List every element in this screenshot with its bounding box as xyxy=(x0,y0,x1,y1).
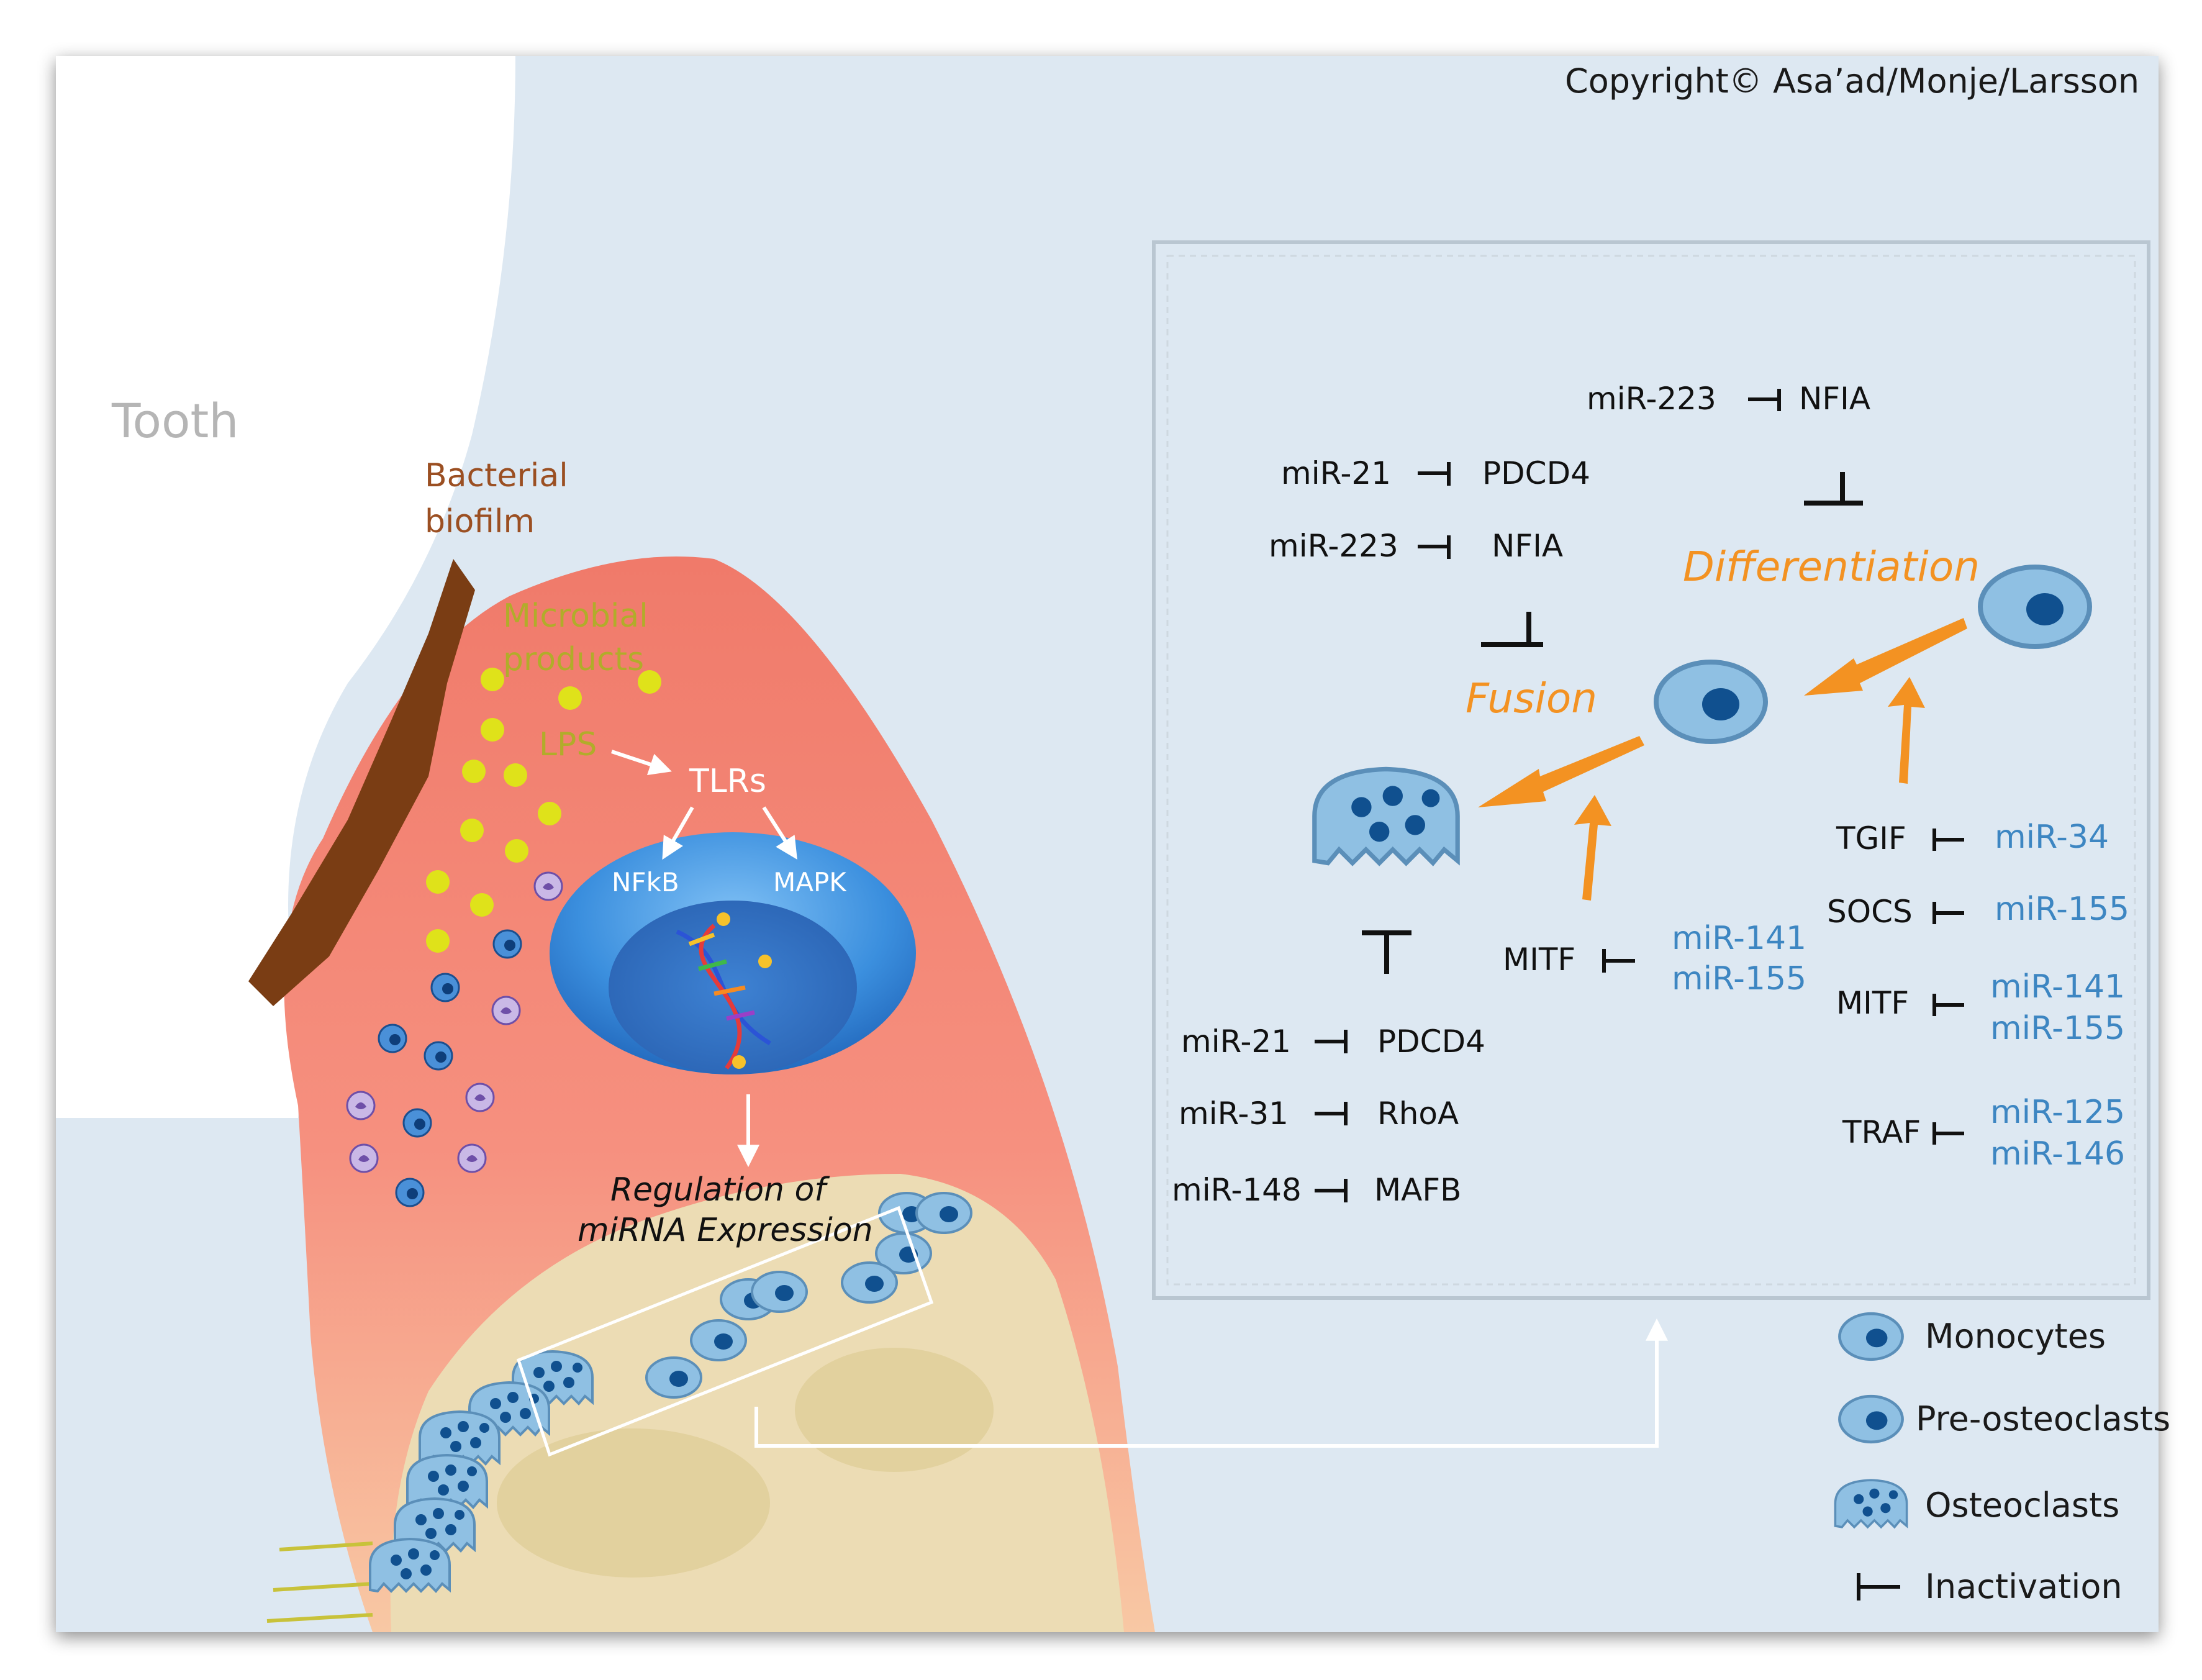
regulation-label-line2: miRNA Expression xyxy=(578,1212,873,1249)
monocyte-icon xyxy=(1839,1314,1902,1360)
differentiation-label: Differentiation xyxy=(1683,543,1980,591)
mir-label: miR-223 xyxy=(1269,528,1398,564)
inset-preosteoclast xyxy=(1656,662,1765,742)
legend-inactivation: Inactivation xyxy=(1925,1567,2123,1606)
target-label: NFIA xyxy=(1492,528,1564,564)
cell-nucleus xyxy=(609,901,857,1074)
mir-label: miR-21 xyxy=(1281,455,1391,491)
nfkb-label: NFkB xyxy=(612,867,679,897)
inset-panel xyxy=(1152,240,2150,1300)
zoom-region-box xyxy=(516,1206,934,1457)
target-label: NFIA xyxy=(1799,381,1871,417)
legend-monocytes: Monocytes xyxy=(1925,1317,2106,1356)
mir-label: miR-31 xyxy=(1179,1096,1289,1132)
zoom-connector-line xyxy=(754,1318,1668,1448)
regulation-label-line1: Regulation of xyxy=(610,1171,826,1209)
bacterial-biofilm xyxy=(248,559,475,1006)
mir-label: miR-21 xyxy=(1181,1024,1291,1060)
bacterial-biofilm-label-line2: biofilm xyxy=(425,503,535,540)
copyright-text: Copyright© Asa’ad/Monje/Larsson xyxy=(1565,61,2140,101)
inactivation-legend-icon xyxy=(1857,1573,1900,1601)
target-label: MAFB xyxy=(1374,1172,1462,1208)
inset-osteoclast xyxy=(1315,769,1457,863)
target-label: MITF xyxy=(1836,985,1910,1021)
signal-arrows xyxy=(611,750,797,1168)
target-label: RhoA xyxy=(1377,1096,1459,1132)
legend-preosteoclasts: Pre-osteoclasts xyxy=(1916,1399,2171,1438)
inactivation-icon xyxy=(1315,389,1964,1202)
target-label: PDCD4 xyxy=(1482,455,1590,491)
dna-helix-icon xyxy=(676,912,772,1070)
process-arrows xyxy=(1478,618,1967,901)
target-label: PDCD4 xyxy=(1377,1024,1485,1060)
tlrs-label: TLRs xyxy=(689,763,766,800)
mapk-label: MAPK xyxy=(773,867,846,897)
target-label: TGIF xyxy=(1836,820,1906,856)
bone-marrow-space xyxy=(795,1348,994,1472)
mir-label: miR-155 xyxy=(1995,891,2130,928)
lps-label: LPS xyxy=(539,726,597,763)
mir-label: miR-146 xyxy=(1990,1135,2126,1173)
osteoclast-icon xyxy=(1834,1479,1908,1528)
microbial-products-label-line2: products xyxy=(503,641,645,678)
fusion-label: Fusion xyxy=(1466,674,1598,722)
ligament-fibers xyxy=(266,1542,373,1623)
legend-osteoclasts: Osteoclasts xyxy=(1925,1486,2120,1525)
mir-label: miR-34 xyxy=(1995,819,2109,856)
mir-label: miR-155 xyxy=(1672,960,1807,997)
tooth-label: Tooth xyxy=(112,393,239,448)
microbial-product-dots xyxy=(426,668,661,953)
target-label: MITF xyxy=(1503,942,1576,978)
mir-label: miR-141 xyxy=(1672,920,1807,957)
mir-label: miR-125 xyxy=(1990,1094,2126,1131)
mir-label: miR-141 xyxy=(1990,968,2126,1006)
tooth-region xyxy=(56,56,515,1118)
target-label: TRAF xyxy=(1842,1114,1921,1150)
bone-marrow-space xyxy=(497,1428,770,1578)
preosteoclast-icon xyxy=(1839,1396,1902,1442)
target-label: SOCS xyxy=(1827,894,1913,930)
inset-monocyte xyxy=(1980,567,2090,647)
inhibition-bars xyxy=(1362,472,1863,974)
bacterial-biofilm-label-line1: Bacterial xyxy=(425,457,568,494)
microbial-products-label-line1: Microbial xyxy=(503,597,648,635)
mir-label: miR-223 xyxy=(1587,381,1716,417)
mir-label: miR-155 xyxy=(1990,1010,2126,1047)
inset-panel-inner-border xyxy=(1166,255,2136,1286)
mir-label: miR-148 xyxy=(1172,1172,1302,1208)
